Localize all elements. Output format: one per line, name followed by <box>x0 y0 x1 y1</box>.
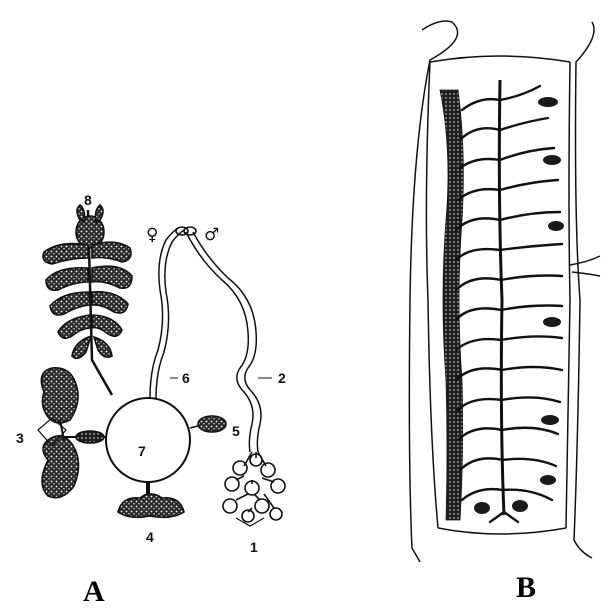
label-3: 3 <box>16 430 24 446</box>
panel-a-letter: A <box>83 575 105 609</box>
label-4: 4 <box>146 529 154 545</box>
label-7: 7 <box>138 443 146 459</box>
testis-cluster <box>223 452 285 522</box>
female-symbol: ♀ <box>146 225 158 245</box>
vitellarium <box>43 205 132 395</box>
panel-b-letter: B <box>516 571 536 605</box>
panel-a-diagram <box>38 205 285 526</box>
label-2: 2 <box>278 370 286 386</box>
ovary-lobes <box>41 368 110 498</box>
label-1: 1 <box>250 539 258 555</box>
panel-b-diagram <box>409 21 600 562</box>
label-6: 6 <box>182 370 190 386</box>
male-symbol: ♂ <box>204 225 219 245</box>
label-8: 8 <box>84 192 92 208</box>
label-5: 5 <box>232 423 240 439</box>
